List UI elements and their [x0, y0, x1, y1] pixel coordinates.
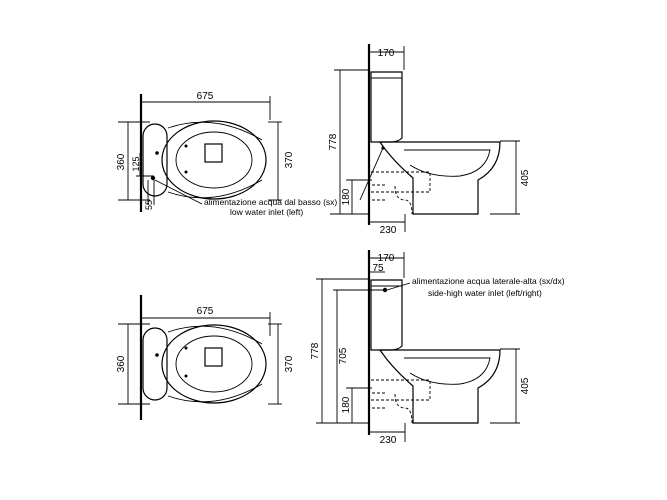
bowl-outline — [161, 324, 267, 404]
top-plan-view: 675 360 125 55 370 — [116, 91, 295, 212]
width-dim-label: 675 — [197, 91, 214, 102]
outlet-distance-label: 230 — [380, 435, 397, 446]
bowl-outline — [378, 349, 501, 424]
bowl-outline — [161, 120, 267, 200]
inlet-bottom-label: 55 — [144, 200, 154, 210]
inlet-offset-label: 125 — [131, 156, 141, 171]
bowl-outline — [378, 141, 501, 215]
inlet-height-label: 705 — [338, 347, 349, 364]
outlet-distance-label: 230 — [380, 225, 397, 236]
pipe-height-label: 180 — [341, 396, 352, 413]
inlet-from-back-label: 75 — [372, 263, 384, 274]
bowl-inner — [175, 131, 253, 189]
low-inlet-marker — [150, 175, 156, 181]
note-low-inlet-en: low water inlet (left) — [230, 207, 303, 217]
pipe-height-label: 180 — [341, 188, 352, 205]
bottom-side-view: 170 75 778 705 180 230 405 — [310, 250, 531, 446]
left-height-label: 360 — [116, 153, 127, 170]
drain-symbol — [204, 347, 223, 367]
note-side-inlet-en: side-high water inlet (left/right) — [428, 288, 542, 298]
left-height-label: 360 — [116, 355, 127, 372]
bottom-plan-view: 675 360 370 — [116, 295, 295, 420]
tank-depth-label: 170 — [378, 48, 395, 59]
bowl-inner — [175, 335, 253, 393]
note-low-inlet-it: alimentazione acqua dal basso (sx) — [204, 197, 337, 207]
right-height-label: 370 — [284, 151, 295, 168]
total-height-label: 778 — [310, 342, 321, 359]
tank-outline — [370, 71, 403, 143]
total-height-label: 778 — [328, 133, 339, 150]
bowl-height-label: 405 — [520, 377, 531, 394]
bowl-height-label: 405 — [520, 169, 531, 186]
tank-outline — [142, 327, 168, 401]
inlet-marker — [155, 151, 159, 155]
width-dim-label: 675 — [197, 306, 214, 317]
drain-symbol — [204, 143, 223, 163]
tank-depth-label: 170 — [378, 253, 395, 264]
right-height-label: 370 — [284, 355, 295, 372]
tank-outline — [142, 123, 168, 197]
top-side-view: 170 778 180 230 405 — [328, 44, 531, 236]
side-inlet-marker — [382, 287, 388, 293]
leader-line — [386, 282, 411, 291]
leader-line — [154, 179, 203, 205]
note-side-inlet-it: alimentazione acqua laterale-alta (sx/dx… — [412, 276, 565, 286]
